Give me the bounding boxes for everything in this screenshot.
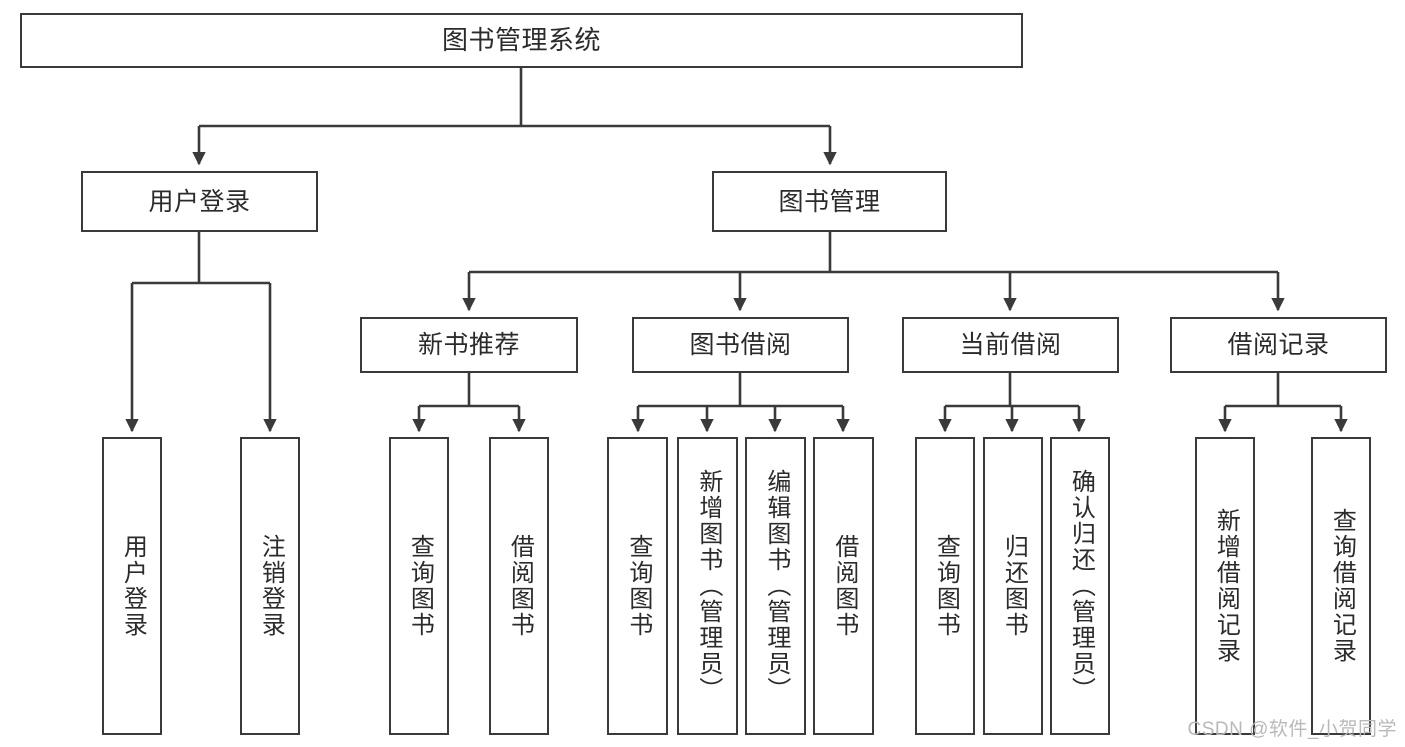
leaf-add-book-admin-label: 新增图书（管理员） (694, 469, 722, 703)
node-user-login[interactable]: 用户登录 (81, 171, 318, 232)
leaf-query-book-current-label: 查询图书 (932, 534, 960, 638)
csdn-watermark: CSDN @软件_小贺同学 (1187, 719, 1397, 740)
leaf-query-borrow-record-label: 查询借阅记录 (1328, 508, 1356, 664)
leaf-query-book-recommend-label: 查询图书 (406, 534, 434, 638)
leaf-query-book-current[interactable]: 查询图书 (915, 437, 975, 735)
leaf-borrow-book-borrow[interactable]: 借阅图书 (813, 437, 874, 735)
node-root-system[interactable]: 图书管理系统 (20, 13, 1023, 68)
leaf-return-book[interactable]: 归还图书 (983, 437, 1043, 735)
leaf-confirm-return-admin-label: 确认归还（管理员） (1067, 469, 1095, 703)
leaf-edit-book-admin[interactable]: 编辑图书（管理员） (745, 437, 806, 735)
leaf-query-borrow-record[interactable]: 查询借阅记录 (1311, 437, 1371, 735)
node-current-borrow[interactable]: 当前借阅 (902, 317, 1119, 373)
leaf-borrow-book-recommend[interactable]: 借阅图书 (489, 437, 549, 735)
leaf-add-book-admin[interactable]: 新增图书（管理员） (677, 437, 738, 735)
leaf-user-login-label: 用户登录 (119, 534, 147, 638)
leaf-borrow-book-recommend-label: 借阅图书 (506, 534, 534, 638)
leaf-query-book-borrow[interactable]: 查询图书 (607, 437, 668, 735)
node-book-management[interactable]: 图书管理 (712, 171, 947, 232)
leaf-add-borrow-record-label: 新增借阅记录 (1212, 508, 1240, 664)
leaf-logout[interactable]: 注销登录 (240, 437, 300, 735)
leaf-user-login[interactable]: 用户登录 (102, 437, 162, 735)
leaf-logout-label: 注销登录 (257, 534, 285, 638)
leaf-query-book-recommend[interactable]: 查询图书 (389, 437, 449, 735)
node-borrow-record[interactable]: 借阅记录 (1170, 317, 1387, 373)
leaf-return-book-label: 归还图书 (1000, 534, 1028, 638)
leaf-add-borrow-record[interactable]: 新增借阅记录 (1195, 437, 1255, 735)
leaf-query-book-borrow-label: 查询图书 (624, 534, 652, 638)
leaf-edit-book-admin-label: 编辑图书（管理员） (762, 469, 790, 703)
leaf-confirm-return-admin[interactable]: 确认归还（管理员） (1050, 437, 1110, 735)
node-new-book-recommend[interactable]: 新书推荐 (360, 317, 578, 373)
node-book-borrow[interactable]: 图书借阅 (632, 317, 849, 373)
leaf-borrow-book-borrow-label: 借阅图书 (830, 534, 858, 638)
